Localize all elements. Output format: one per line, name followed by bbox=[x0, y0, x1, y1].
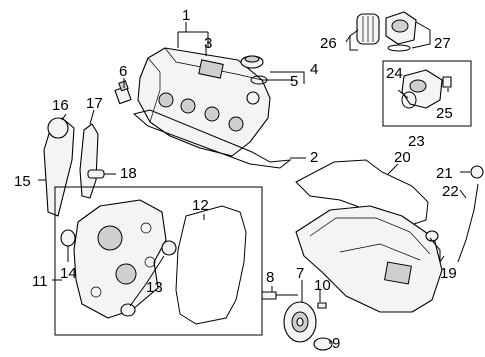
oil-drain-plug-19 bbox=[425, 230, 439, 242]
callout-4: 4 bbox=[310, 61, 318, 78]
seal-13-lower bbox=[120, 303, 136, 317]
oil-filter-26 bbox=[356, 13, 380, 45]
callout-18: 18 bbox=[120, 165, 137, 182]
callout-6: 6 bbox=[119, 63, 127, 80]
callout-11: 11 bbox=[32, 273, 48, 290]
callout-9: 9 bbox=[332, 335, 340, 352]
chain-sprocket bbox=[47, 117, 69, 139]
callout-22: 22 bbox=[442, 183, 459, 200]
callout-12: 12 bbox=[192, 197, 209, 214]
housing-gasket bbox=[401, 91, 417, 109]
plug-9 bbox=[313, 337, 333, 351]
callout-21: 21 bbox=[436, 165, 453, 182]
leader-lines bbox=[38, 21, 470, 344]
callout-2: 2 bbox=[310, 149, 318, 166]
crank-seal-14 bbox=[60, 229, 76, 247]
callout-25: 25 bbox=[436, 105, 453, 122]
callout-10: 10 bbox=[314, 277, 331, 294]
crankshaft-pulley-7 bbox=[283, 301, 317, 343]
callout-23: 23 bbox=[408, 133, 425, 150]
callout-15: 15 bbox=[14, 173, 31, 190]
seal-13-upper bbox=[161, 240, 177, 256]
dipstick-tube bbox=[457, 183, 479, 263]
callout-27: 27 bbox=[434, 35, 451, 52]
callout-14: 14 bbox=[60, 265, 77, 282]
callout-3: 3 bbox=[204, 35, 212, 52]
sensor-25 bbox=[442, 76, 452, 88]
oil-pan bbox=[295, 205, 443, 313]
dipstick-handle-21 bbox=[470, 165, 484, 179]
callout-1: 1 bbox=[182, 7, 190, 24]
callout-24: 24 bbox=[386, 65, 403, 82]
callout-5: 5 bbox=[290, 73, 298, 90]
valve-cover bbox=[137, 47, 271, 157]
callout-16: 16 bbox=[52, 97, 69, 114]
timing-chain-guide-15 bbox=[43, 117, 75, 217]
oil-filter-housing-24 bbox=[401, 69, 443, 109]
timing-case-cover bbox=[73, 199, 167, 319]
callout-13: 13 bbox=[146, 279, 163, 296]
crank-bolt-8 bbox=[261, 291, 298, 300]
oil-pan-gasket bbox=[295, 159, 429, 227]
chain-tensioner-rail-17 bbox=[79, 123, 99, 199]
callout-labels: 1 3 4 5 6 16 17 15 18 2 20 21 22 12 11 1… bbox=[14, 7, 459, 352]
key-10 bbox=[317, 302, 327, 309]
valve-cover-gasket bbox=[132, 109, 292, 169]
callout-7: 7 bbox=[296, 265, 304, 282]
callout-19: 19 bbox=[440, 265, 457, 282]
callout-8: 8 bbox=[266, 269, 274, 286]
callout-20: 20 bbox=[394, 149, 411, 166]
oil-filter-box bbox=[382, 60, 472, 127]
timing-cover-box bbox=[54, 186, 263, 336]
callout-26: 26 bbox=[320, 35, 337, 52]
sensor bbox=[114, 80, 132, 105]
cap-seal-27 bbox=[387, 44, 411, 52]
callout-17: 17 bbox=[86, 95, 103, 112]
oil-filter-cap-27 bbox=[385, 11, 417, 45]
timing-cover-gasket bbox=[175, 205, 247, 325]
